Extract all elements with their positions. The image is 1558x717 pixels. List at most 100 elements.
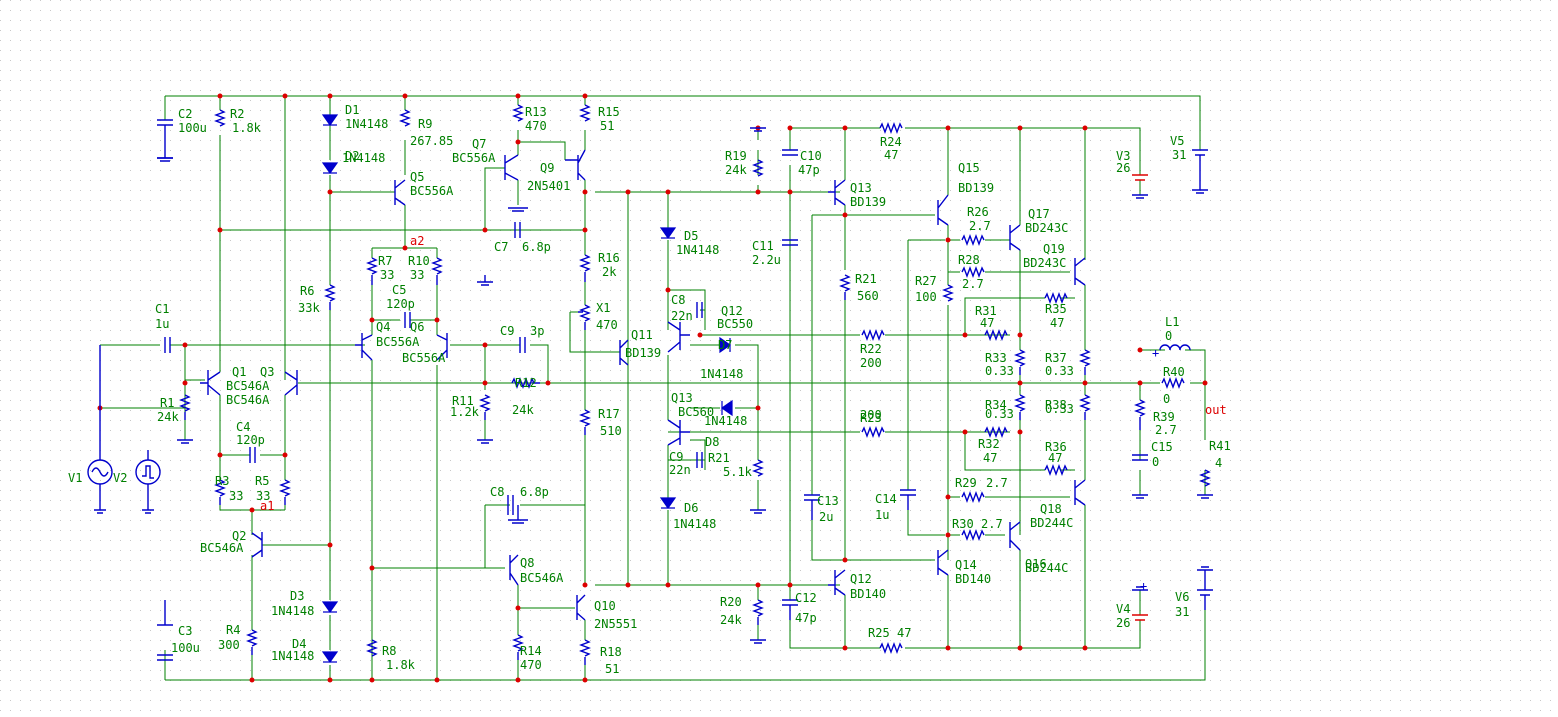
capacitor-icon (900, 489, 916, 510)
component-value-label: 470 (525, 119, 547, 133)
ground-icon (1132, 194, 1148, 199)
component-value-label: 24k (157, 410, 179, 424)
component-ref-label: R2 (230, 107, 244, 121)
component-ref-label: R28 (958, 253, 980, 267)
resistor-icon (324, 284, 336, 310)
transistors (200, 149, 1086, 621)
net-label: a2 (410, 234, 424, 248)
component-ref-label: R12 (515, 376, 537, 390)
component-ref-label: C9 (500, 324, 514, 338)
component-value-label: BD140 (955, 572, 991, 586)
component-value-label: 51 (600, 119, 614, 133)
component-value-label: 200 (860, 408, 882, 422)
resistor-icon (579, 409, 591, 435)
component-ref-label: X1 (596, 301, 610, 315)
transistor-icon (504, 154, 519, 181)
component-ref-label: R26 (967, 205, 989, 219)
capacitor-icon (696, 452, 703, 468)
component-value-label: 6.8p (520, 485, 549, 499)
component-ref-label: Q18 (1040, 502, 1062, 516)
component-ref-label: R8 (382, 644, 396, 658)
resistor-icon (279, 479, 291, 505)
signal-sources (87, 345, 161, 510)
component-value-label: 120p (236, 433, 265, 447)
component-ref-label: V6 (1175, 590, 1189, 604)
component-ref-label: Q17 (1028, 207, 1050, 221)
component-value-label: 0.33 (1045, 364, 1074, 378)
resistor-icon (512, 634, 524, 660)
component-ref-label: R10 (408, 254, 430, 268)
resistor-icon (246, 629, 258, 655)
transistor-icon (509, 554, 519, 586)
component-ref-label: Q4 (376, 320, 390, 334)
component-value-label: 33k (298, 301, 320, 315)
resistor-icon (512, 104, 524, 122)
component-value-label: BD140 (850, 587, 886, 601)
component-value-label: 100 (915, 290, 937, 304)
component-ref-label: Q3 (260, 365, 274, 379)
component-ref-label: R20 (720, 595, 742, 609)
component-ref-label: D5 (684, 229, 698, 243)
diode-icon (321, 601, 339, 614)
component-ref-label: V3 (1116, 149, 1130, 163)
component-value-label: BD139 (850, 195, 886, 209)
transistor-icon (828, 569, 846, 596)
component-value-label: 0 (1152, 455, 1159, 469)
component-ref-label: R4 (226, 623, 240, 637)
component-value-label: 1N4148 (271, 649, 314, 663)
component-value-label: 120p (386, 297, 415, 311)
component-value-label: 1N4148 (342, 151, 385, 165)
resistor-icon (214, 479, 226, 505)
component-ref-label: R41 (1209, 439, 1231, 453)
component-ref-label: C5 (392, 283, 406, 297)
component-value-label: 100u (178, 121, 207, 135)
capacitor-icon (404, 312, 411, 328)
resistor-icon (179, 394, 191, 420)
component-ref-label: D4 (292, 637, 306, 651)
component-value-label: 267.85 (410, 134, 453, 148)
component-ref-label: R36 (1045, 440, 1067, 454)
transistor-icon (667, 419, 690, 446)
resistor-icon (511, 377, 540, 389)
source-ref-label: V1 (68, 471, 82, 485)
component-ref-label: R5 (255, 474, 269, 488)
ground-icon (1192, 175, 1208, 194)
component-value-label: 31 (1172, 148, 1186, 162)
capacitor-icon (164, 337, 171, 353)
component-value-label: 2.7 (981, 517, 1003, 531)
transistor-icon (619, 339, 629, 366)
component-value-label: 26 (1116, 161, 1130, 175)
component-ref-label: C3 (178, 624, 192, 638)
resistor-icon (1199, 469, 1211, 487)
transistor-icon (937, 194, 949, 226)
transistor-icon (436, 333, 448, 361)
capacitor-icon (782, 149, 798, 156)
component-ref-label: R9 (418, 117, 432, 131)
component-value-label: BD244C (1025, 561, 1068, 575)
resistor-icon (579, 104, 591, 122)
capacitor-icon (782, 239, 798, 246)
diode-icon (321, 114, 339, 127)
component-ref-label: Q13 (850, 181, 872, 195)
component-ref-label: R15 (598, 105, 620, 119)
ground-icon (1197, 494, 1213, 499)
component-symbols (94, 104, 1213, 665)
resistor-icon (479, 394, 491, 420)
resistor-icon (1014, 349, 1026, 375)
resistor-icon (1044, 464, 1068, 476)
component-value-label: 200 (860, 356, 882, 370)
capacitor-icon (519, 337, 526, 353)
component-ref-label: V4 (1116, 602, 1130, 616)
diode-icon (659, 227, 677, 240)
diode-icon (321, 651, 339, 664)
ground-icon (508, 207, 528, 212)
component-ref-label: C15 (1151, 440, 1173, 454)
capacitor-icon (514, 222, 521, 238)
battery-plates (1132, 174, 1148, 621)
component-ref-label: R11 (452, 394, 474, 408)
resistor-icon (1014, 394, 1026, 420)
component-value-label: BC546A (226, 393, 270, 407)
component-ref-label: R34 (985, 398, 1007, 412)
component-value-label: 47 (1048, 451, 1062, 465)
